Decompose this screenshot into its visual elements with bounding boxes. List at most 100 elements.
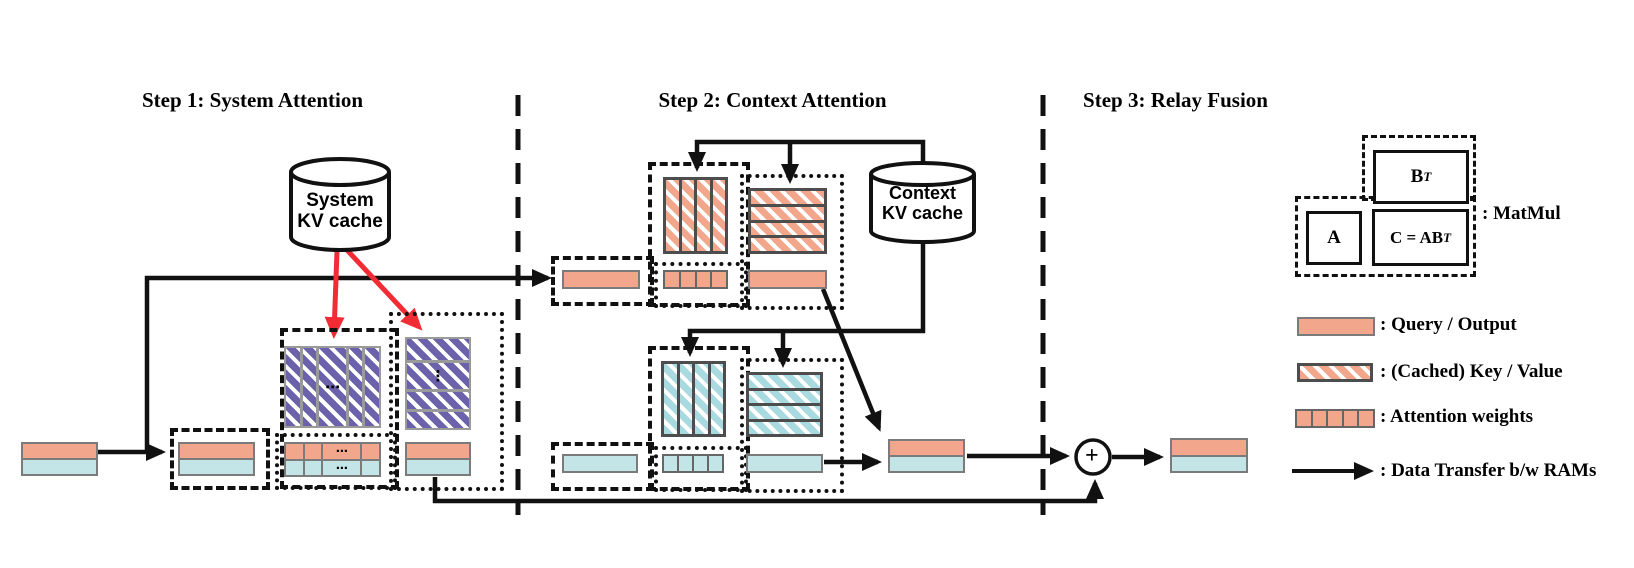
step2bottom-value-row (749, 390, 820, 403)
context-kv-cache-label: Context KV cache (871, 183, 974, 223)
input-query-context-row (23, 460, 96, 474)
attn-cell (362, 460, 380, 475)
step2bottom-value-matmul-box (740, 358, 844, 493)
matmul-c-sup: T (1443, 229, 1452, 245)
legend-attn-row (1297, 411, 1373, 426)
arrow-contextcache-to-key-bottom (681, 240, 926, 357)
matmul-b-label: B (1410, 166, 1424, 187)
step2bottom-output-bar (746, 454, 823, 473)
input-query-system-row (23, 444, 96, 458)
attn-cell (286, 444, 303, 459)
step1-attn-matmul-box (275, 433, 397, 490)
step2top-attention-weights (663, 270, 728, 289)
step2bottom-query-bar (562, 454, 638, 473)
merged-output-bar (888, 439, 965, 473)
final-output-system-row (1172, 440, 1246, 455)
step1-key-col (286, 348, 300, 426)
step2top-attn-row (665, 272, 726, 287)
step1-value-matrix: ⋮ (405, 337, 471, 430)
legend-matmul-label: : MatMul (1482, 203, 1561, 224)
attn-cell (696, 272, 711, 287)
step2top-query-bar (562, 270, 640, 289)
step1-value-row (407, 339, 469, 361)
step2bottom-value-matrix (746, 372, 823, 437)
attn-cell (680, 272, 695, 287)
attn-cell-ellipsis: ⋯ (323, 444, 361, 459)
step1-key-col-ellipsis: ⋯ (319, 348, 346, 426)
step2bottom-query-matmul-box (551, 442, 654, 491)
legend-query-label: : Query / Output (1380, 314, 1517, 335)
step1-value-matmul-box (389, 312, 504, 491)
legend-matmul-a-rect: A (1306, 211, 1362, 265)
legend-attn-swatch (1295, 409, 1375, 428)
context-kv-cache-line1: Context (889, 183, 956, 203)
final-output-context-row (1172, 456, 1246, 471)
context-kv-cache-cylinder-body (869, 174, 976, 244)
system-kv-cache-cylinder-body (289, 172, 391, 252)
attn-cell (304, 444, 322, 459)
attn-cell (1312, 411, 1327, 426)
attn-cell (709, 456, 722, 471)
step2top-query-matmul-box (551, 256, 654, 306)
step1-query-context-row (180, 460, 253, 474)
step2top-value-row (751, 222, 824, 236)
step1-value-row (407, 411, 469, 428)
step2top-key-matrix (663, 177, 728, 254)
step2bottom-attention-weights (662, 454, 724, 473)
legend-cached-kv-swatch (1297, 363, 1373, 382)
step2bottom-value-row (749, 421, 820, 434)
step1-query-matmul-box (170, 428, 270, 490)
step1-key-col (302, 348, 317, 426)
attn-cell (665, 272, 679, 287)
system-kv-cache-cylinder-top (289, 157, 391, 187)
merged-output-context-row (890, 457, 963, 471)
step1-value-row-ellipsis: ⋮ (407, 363, 469, 390)
step2bottom-key-col (710, 364, 723, 434)
attn-cell (1328, 411, 1342, 426)
system-kv-cache-label: System KV cache (291, 190, 389, 233)
red-arrow-systemcache-to-key (324, 250, 345, 339)
final-output-bar (1170, 438, 1248, 473)
attn-cell (664, 456, 677, 471)
step1-output-context-row (407, 460, 469, 474)
step2bottom-key-col (695, 364, 708, 434)
legend-data-transfer-label: : Data Transfer b/w RAMs (1380, 460, 1597, 481)
step1-key-matrix: ⋯ (284, 346, 381, 428)
step2top-value-matrix (748, 188, 827, 254)
attn-cell (286, 460, 303, 475)
matmul-a-label: A (1327, 227, 1341, 248)
step2-title: Step 2: Context Attention (658, 88, 887, 112)
step2bottom-value-row (749, 375, 820, 388)
step1-value-row (407, 392, 469, 409)
attn-cell (362, 444, 380, 459)
relay-fusion-plus-node (1074, 438, 1112, 476)
ellipsis-h: ⋯ (325, 377, 340, 396)
input-query-bar (21, 442, 98, 476)
step2top-key-col (697, 180, 710, 251)
context-kv-cache-cylinder-top (869, 161, 976, 187)
attn-cell (679, 456, 692, 471)
plus-sign: + (1085, 443, 1099, 469)
system-kv-cache-line2: KV cache (297, 211, 383, 233)
legend-attn-label: : Attention weights (1380, 406, 1534, 427)
step1-attn-row-system: ⋯ (286, 444, 380, 459)
step2bottom-key-col (679, 364, 692, 434)
step2top-key-col (681, 180, 694, 251)
matmul-c-label: C = AB (1389, 227, 1444, 247)
step2bottom-key-matrix (661, 361, 726, 437)
attn-cell (694, 456, 707, 471)
step2bottom-value-row (749, 406, 820, 419)
step2top-value-row (751, 191, 824, 204)
legend-query-swatch (1297, 317, 1375, 336)
step3-title: Step 3: Relay Fusion (1083, 88, 1268, 112)
step2top-key-col (712, 180, 725, 251)
step1-key-col (348, 348, 363, 426)
attn-cell (304, 460, 322, 475)
ellipsis-h: ⋯ (335, 460, 348, 475)
step1-key-col (365, 348, 380, 426)
legend-cached-kv-label: : (Cached) Key / Value (1380, 361, 1563, 382)
system-kv-cache-line1: System (306, 190, 374, 211)
